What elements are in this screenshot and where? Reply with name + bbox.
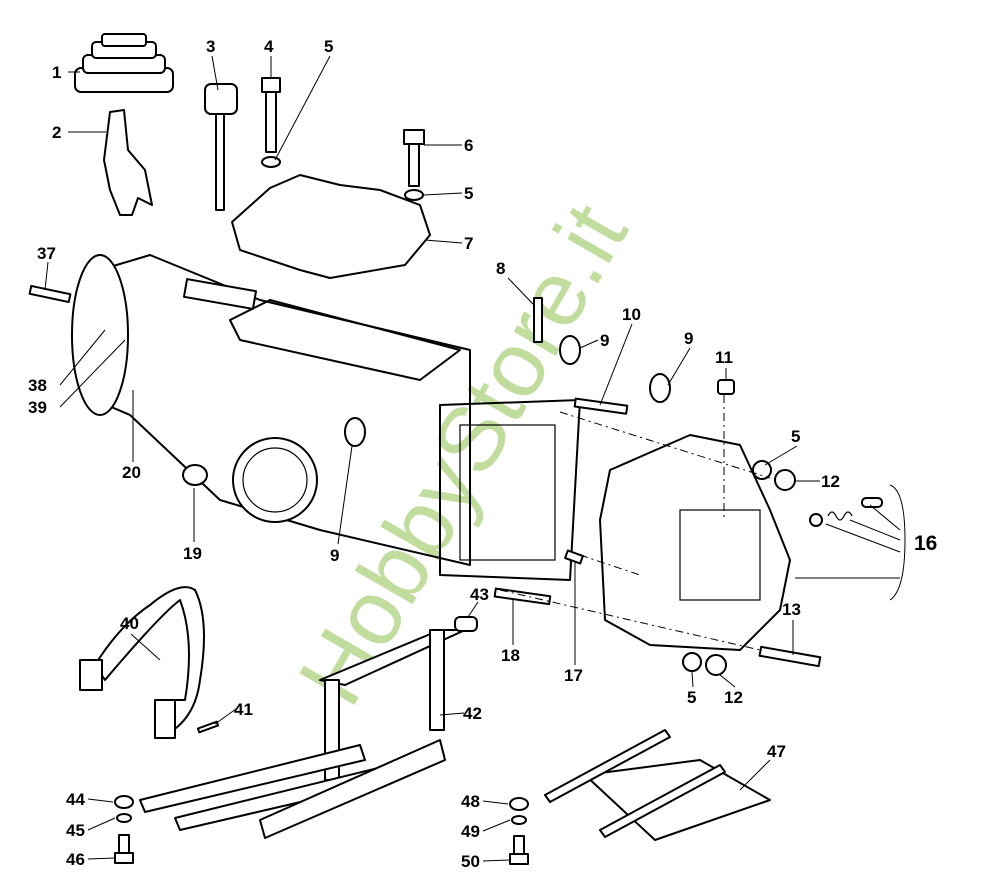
label-10: 10 — [622, 305, 641, 324]
part-20-transmission-housing — [71, 254, 581, 581]
label-16: 16 — [914, 532, 937, 555]
part-43-tube-end — [454, 616, 478, 632]
label-46: 46 — [66, 850, 85, 869]
part-2-shift-fork — [103, 109, 153, 216]
part-5-washer — [752, 460, 772, 480]
label-3: 3 — [206, 37, 215, 56]
part-9-seal — [559, 335, 581, 365]
label-39: 39 — [28, 398, 47, 417]
label-48: 48 — [461, 792, 480, 811]
label-9: 9 — [330, 546, 339, 565]
part-48-50-hardware — [509, 797, 529, 865]
part-13-stud — [758, 645, 822, 668]
label-43: 43 — [470, 585, 489, 604]
label-38: 38 — [28, 376, 47, 395]
part-44-46-hardware — [114, 795, 134, 864]
label-12: 12 — [724, 688, 743, 707]
label-13: 13 — [782, 600, 801, 619]
part-16-detent-assembly — [795, 484, 906, 601]
part-9-seal — [344, 417, 366, 447]
label-2: 2 — [52, 123, 61, 142]
part-12-nut — [774, 469, 796, 491]
part-40-guard — [94, 586, 205, 736]
label-1: 1 — [52, 63, 61, 82]
part-47-plate — [544, 729, 771, 841]
label-11: 11 — [715, 348, 733, 367]
part-rear-cover — [599, 434, 791, 651]
callout-labels: 1 2 3 4 5 6 5 7 37 8 9 10 9 11 38 39 20 … — [28, 37, 937, 871]
part-11-plug — [717, 379, 735, 395]
part-9-seal — [649, 373, 671, 403]
label-7: 7 — [464, 234, 473, 253]
label-5: 5 — [687, 688, 696, 707]
part-8-stud — [533, 297, 543, 343]
part-40-bracket — [154, 699, 176, 739]
label-5: 5 — [324, 37, 333, 56]
part-4-bolt — [261, 77, 281, 168]
label-19: 19 — [183, 544, 202, 563]
part-19-plug — [182, 464, 208, 486]
part-10-stud — [573, 397, 629, 415]
part-17-dowel — [564, 549, 584, 565]
label-18: 18 — [501, 646, 520, 665]
label-5: 5 — [791, 427, 800, 446]
label-50: 50 — [461, 852, 480, 871]
part-3-dipstick — [204, 83, 238, 211]
part-37-stud — [28, 284, 72, 304]
label-41: 41 — [234, 700, 253, 719]
label-44: 44 — [66, 790, 85, 809]
label-8: 8 — [496, 259, 505, 278]
label-17: 17 — [564, 666, 583, 685]
label-6: 6 — [464, 136, 473, 155]
label-45: 45 — [66, 821, 85, 840]
label-9: 9 — [684, 329, 693, 348]
label-20: 20 — [122, 463, 141, 482]
label-5: 5 — [464, 184, 473, 203]
label-4: 4 — [264, 37, 274, 56]
part-12-nut — [705, 654, 727, 676]
part-18-stud — [493, 587, 552, 606]
assembly-axis — [499, 395, 771, 651]
part-42-support-frame — [139, 629, 466, 839]
part-41-screw — [196, 720, 220, 734]
part-1-gear-lever-boot — [74, 33, 174, 93]
label-49: 49 — [461, 822, 480, 841]
part-6-bolt — [403, 129, 425, 201]
part-7-top-cover — [231, 174, 431, 279]
label-47: 47 — [767, 742, 786, 761]
label-9: 9 — [600, 331, 609, 350]
label-40: 40 — [120, 614, 139, 633]
label-42: 42 — [463, 704, 482, 723]
label-37: 37 — [37, 244, 56, 263]
part-40-bracket — [79, 659, 103, 691]
leader-lines — [44, 55, 820, 862]
part-5-washer — [682, 652, 702, 672]
label-12: 12 — [821, 472, 840, 491]
